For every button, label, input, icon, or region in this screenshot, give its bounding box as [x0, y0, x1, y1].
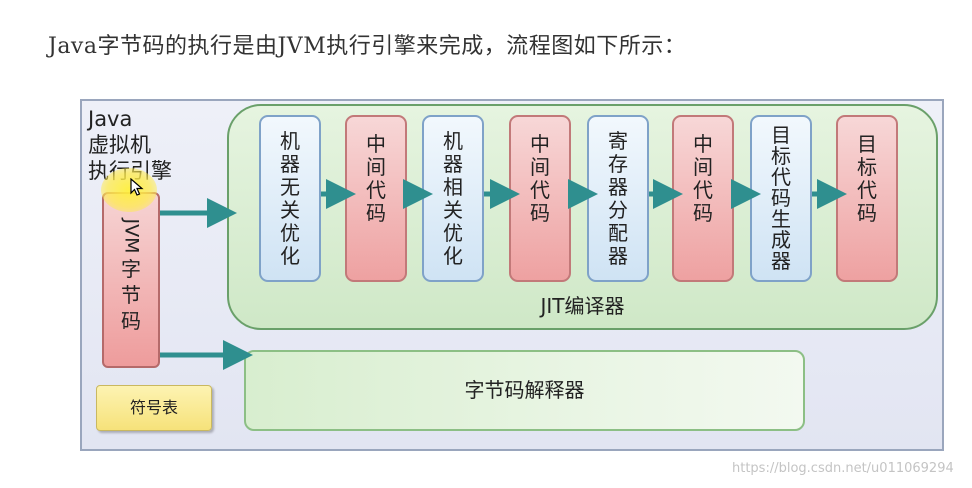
- symbol-table-box: [96, 385, 212, 431]
- symbol-table-label: 符号表: [129, 398, 178, 417]
- bytecode-char: 码: [121, 309, 141, 333]
- jit-stage-label: 中间代码: [674, 131, 732, 225]
- jit-stage-label: 中间代码: [347, 131, 405, 225]
- jit-stage-char: 分: [608, 197, 628, 222]
- jit-stage-char: 相: [443, 174, 463, 199]
- cursor-icon: [130, 178, 144, 196]
- jit-stage-char: 码: [771, 186, 791, 210]
- jit-stage-char: 关: [280, 197, 300, 222]
- jit-stage-char: 间: [366, 154, 386, 179]
- jit-stage-char: 码: [366, 200, 386, 225]
- bytecode-box: [102, 192, 160, 368]
- jit-stage-char: 目: [857, 131, 877, 156]
- jit-stage-char: 优: [280, 220, 300, 245]
- jit-stage-char: 间: [693, 154, 713, 179]
- jit-stage-char: 优: [443, 220, 463, 245]
- bytecode-char: 节: [121, 283, 141, 307]
- jit-stage-char: 中: [366, 131, 386, 156]
- jit-stage-label: 目标代码生成器: [752, 125, 810, 272]
- jit-stage-char: 成: [771, 228, 791, 252]
- jit-stage-char: 中: [693, 131, 713, 156]
- jit-stage-char: 存: [608, 151, 628, 176]
- jit-stage-label: 目标代码: [838, 131, 896, 225]
- jit-stage-char: 配: [608, 220, 628, 245]
- jit-stage-label: 寄存器分配器: [589, 128, 647, 268]
- jit-stage-char: 化: [443, 243, 463, 268]
- cursor-highlight: [101, 168, 157, 212]
- jit-stage-char: 代: [530, 177, 550, 202]
- jit-stage-char: 器: [608, 174, 628, 199]
- jit-stage-char: 机: [280, 128, 300, 153]
- jit-stage-char: 器: [771, 249, 791, 273]
- jit-stage-char: 码: [693, 200, 713, 225]
- jit-compiler-label: JIT编译器: [540, 294, 625, 318]
- interpreter-label: 字节码解释器: [464, 378, 585, 402]
- jit-stage-char: 关: [443, 197, 463, 222]
- jit-stage-char: 寄: [608, 128, 628, 153]
- bytecode-label: JVM 字 节 码: [102, 219, 160, 334]
- jit-stage-char: 标: [857, 154, 877, 179]
- jit-stage-char: 机: [443, 128, 463, 153]
- jit-stage-char: 无: [280, 174, 300, 199]
- jit-stage-char: 化: [280, 243, 300, 268]
- jit-stage-char: 间: [530, 154, 550, 179]
- bytecode-char: 字: [121, 257, 141, 281]
- jit-stage-char: 目: [771, 123, 791, 147]
- jit-stage-char: 码: [530, 200, 550, 225]
- jit-stage-box: 机器无关优化: [259, 115, 321, 282]
- jit-stage-char: 中: [530, 131, 550, 156]
- jit-stage-char: 器: [608, 243, 628, 268]
- jit-stage-label: 机器无关优化: [261, 128, 319, 268]
- jit-stage-char: 码: [857, 200, 877, 225]
- jit-stage-label: 中间代码: [511, 131, 569, 225]
- jit-stage-box: 目标代码生成器: [750, 115, 812, 282]
- jit-stage-char: 器: [443, 151, 463, 176]
- jit-stage-char: 代: [366, 177, 386, 202]
- jit-stage-char: 器: [280, 151, 300, 176]
- watermark: https://blog.csdn.net/u011069294: [732, 461, 954, 476]
- interpreter-panel: [244, 350, 805, 431]
- jit-stage-char: 代: [693, 177, 713, 202]
- jit-stage-char: 代: [857, 177, 877, 202]
- jit-stage-char: 代: [771, 165, 791, 189]
- jit-stage-label: 机器相关优化: [424, 128, 482, 268]
- jit-stage-char: 标: [771, 144, 791, 168]
- page-heading: Java字节码的执行是由JVM执行引擎来完成，流程图如下所示：: [48, 34, 687, 59]
- jit-stage-char: 生: [771, 207, 791, 231]
